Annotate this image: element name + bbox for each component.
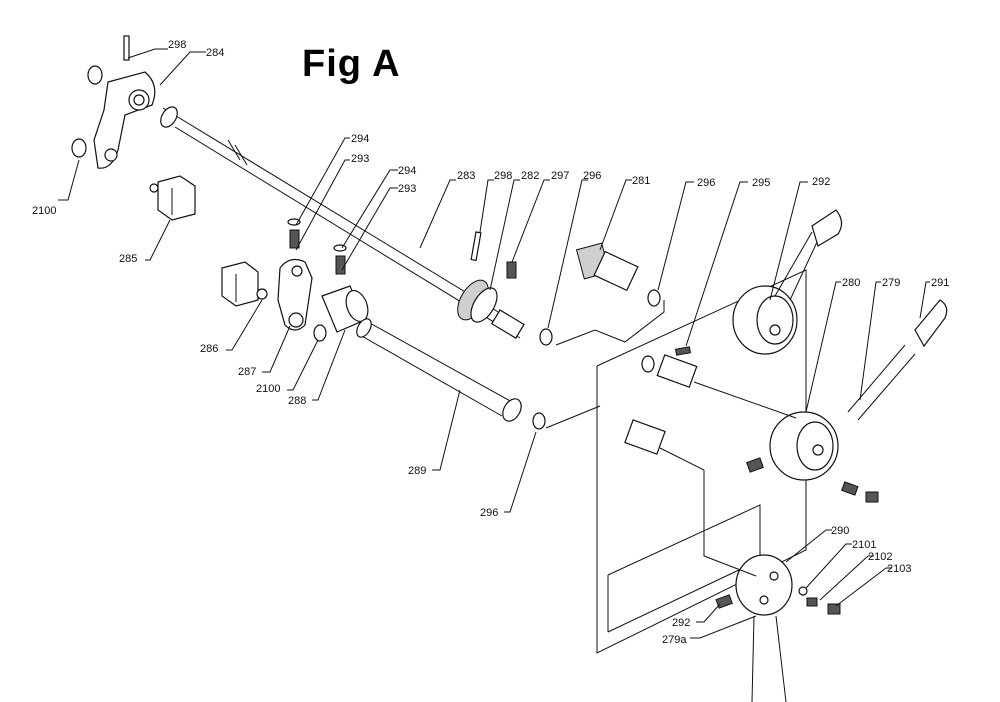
label-289: 289 (408, 465, 426, 477)
label-296: 296 (480, 507, 498, 519)
label-294: 294 (351, 133, 369, 145)
label-293: 293 (398, 183, 416, 195)
label-2102: 2102 (868, 551, 892, 563)
leader-lines (58, 48, 930, 639)
label-298: 298 (494, 170, 512, 182)
hub-280 (746, 411, 879, 503)
lever-arm-284 (71, 65, 156, 169)
pin-298-top (123, 35, 130, 61)
label-282: 282 (521, 170, 539, 182)
collar-288 (313, 285, 369, 342)
label-281: 281 (632, 175, 650, 187)
label-288: 288 (288, 395, 306, 407)
pin-298-gear (470, 231, 517, 279)
shaft-289 (356, 318, 546, 430)
part-labels: 298 284 2100 285 294 293 294 293 283 298… (32, 39, 949, 646)
fork-286 (221, 261, 268, 307)
label-286: 286 (200, 343, 218, 355)
label-294: 294 (398, 165, 416, 177)
hub-290 (715, 554, 841, 702)
figure-title: Fig A (302, 43, 401, 85)
handle-279 (847, 299, 948, 421)
washer-296a (539, 328, 553, 346)
label-291: 291 (931, 277, 949, 289)
arm-287 (277, 258, 313, 331)
label-2100: 2100 (32, 205, 56, 217)
label-297: 297 (551, 170, 569, 182)
label-2100: 2100 (256, 383, 280, 395)
label-287: 287 (238, 366, 256, 378)
headstock-panel (596, 269, 807, 654)
key-295 (624, 346, 698, 455)
label-2103: 2103 (887, 563, 911, 575)
label-292: 292 (812, 176, 830, 188)
label-290: 290 (831, 525, 849, 537)
label-296: 296 (583, 170, 601, 182)
label-296: 296 (697, 177, 715, 189)
label-284: 284 (206, 47, 224, 59)
label-295: 295 (752, 177, 770, 189)
handle-hub-292 (732, 209, 843, 355)
gear-282 (457, 279, 525, 339)
set-screws-293-294 (287, 218, 347, 275)
label-279: 279 (882, 277, 900, 289)
label-279a: 279a (662, 634, 687, 646)
label-283: 283 (457, 170, 475, 182)
label-285: 285 (119, 253, 137, 265)
pinion-281 (575, 242, 661, 307)
label-293: 293 (351, 153, 369, 165)
label-292: 292 (672, 617, 690, 629)
fork-285 (149, 175, 196, 221)
label-2101: 2101 (852, 539, 876, 551)
label-280: 280 (842, 277, 860, 289)
label-298: 298 (168, 39, 186, 51)
